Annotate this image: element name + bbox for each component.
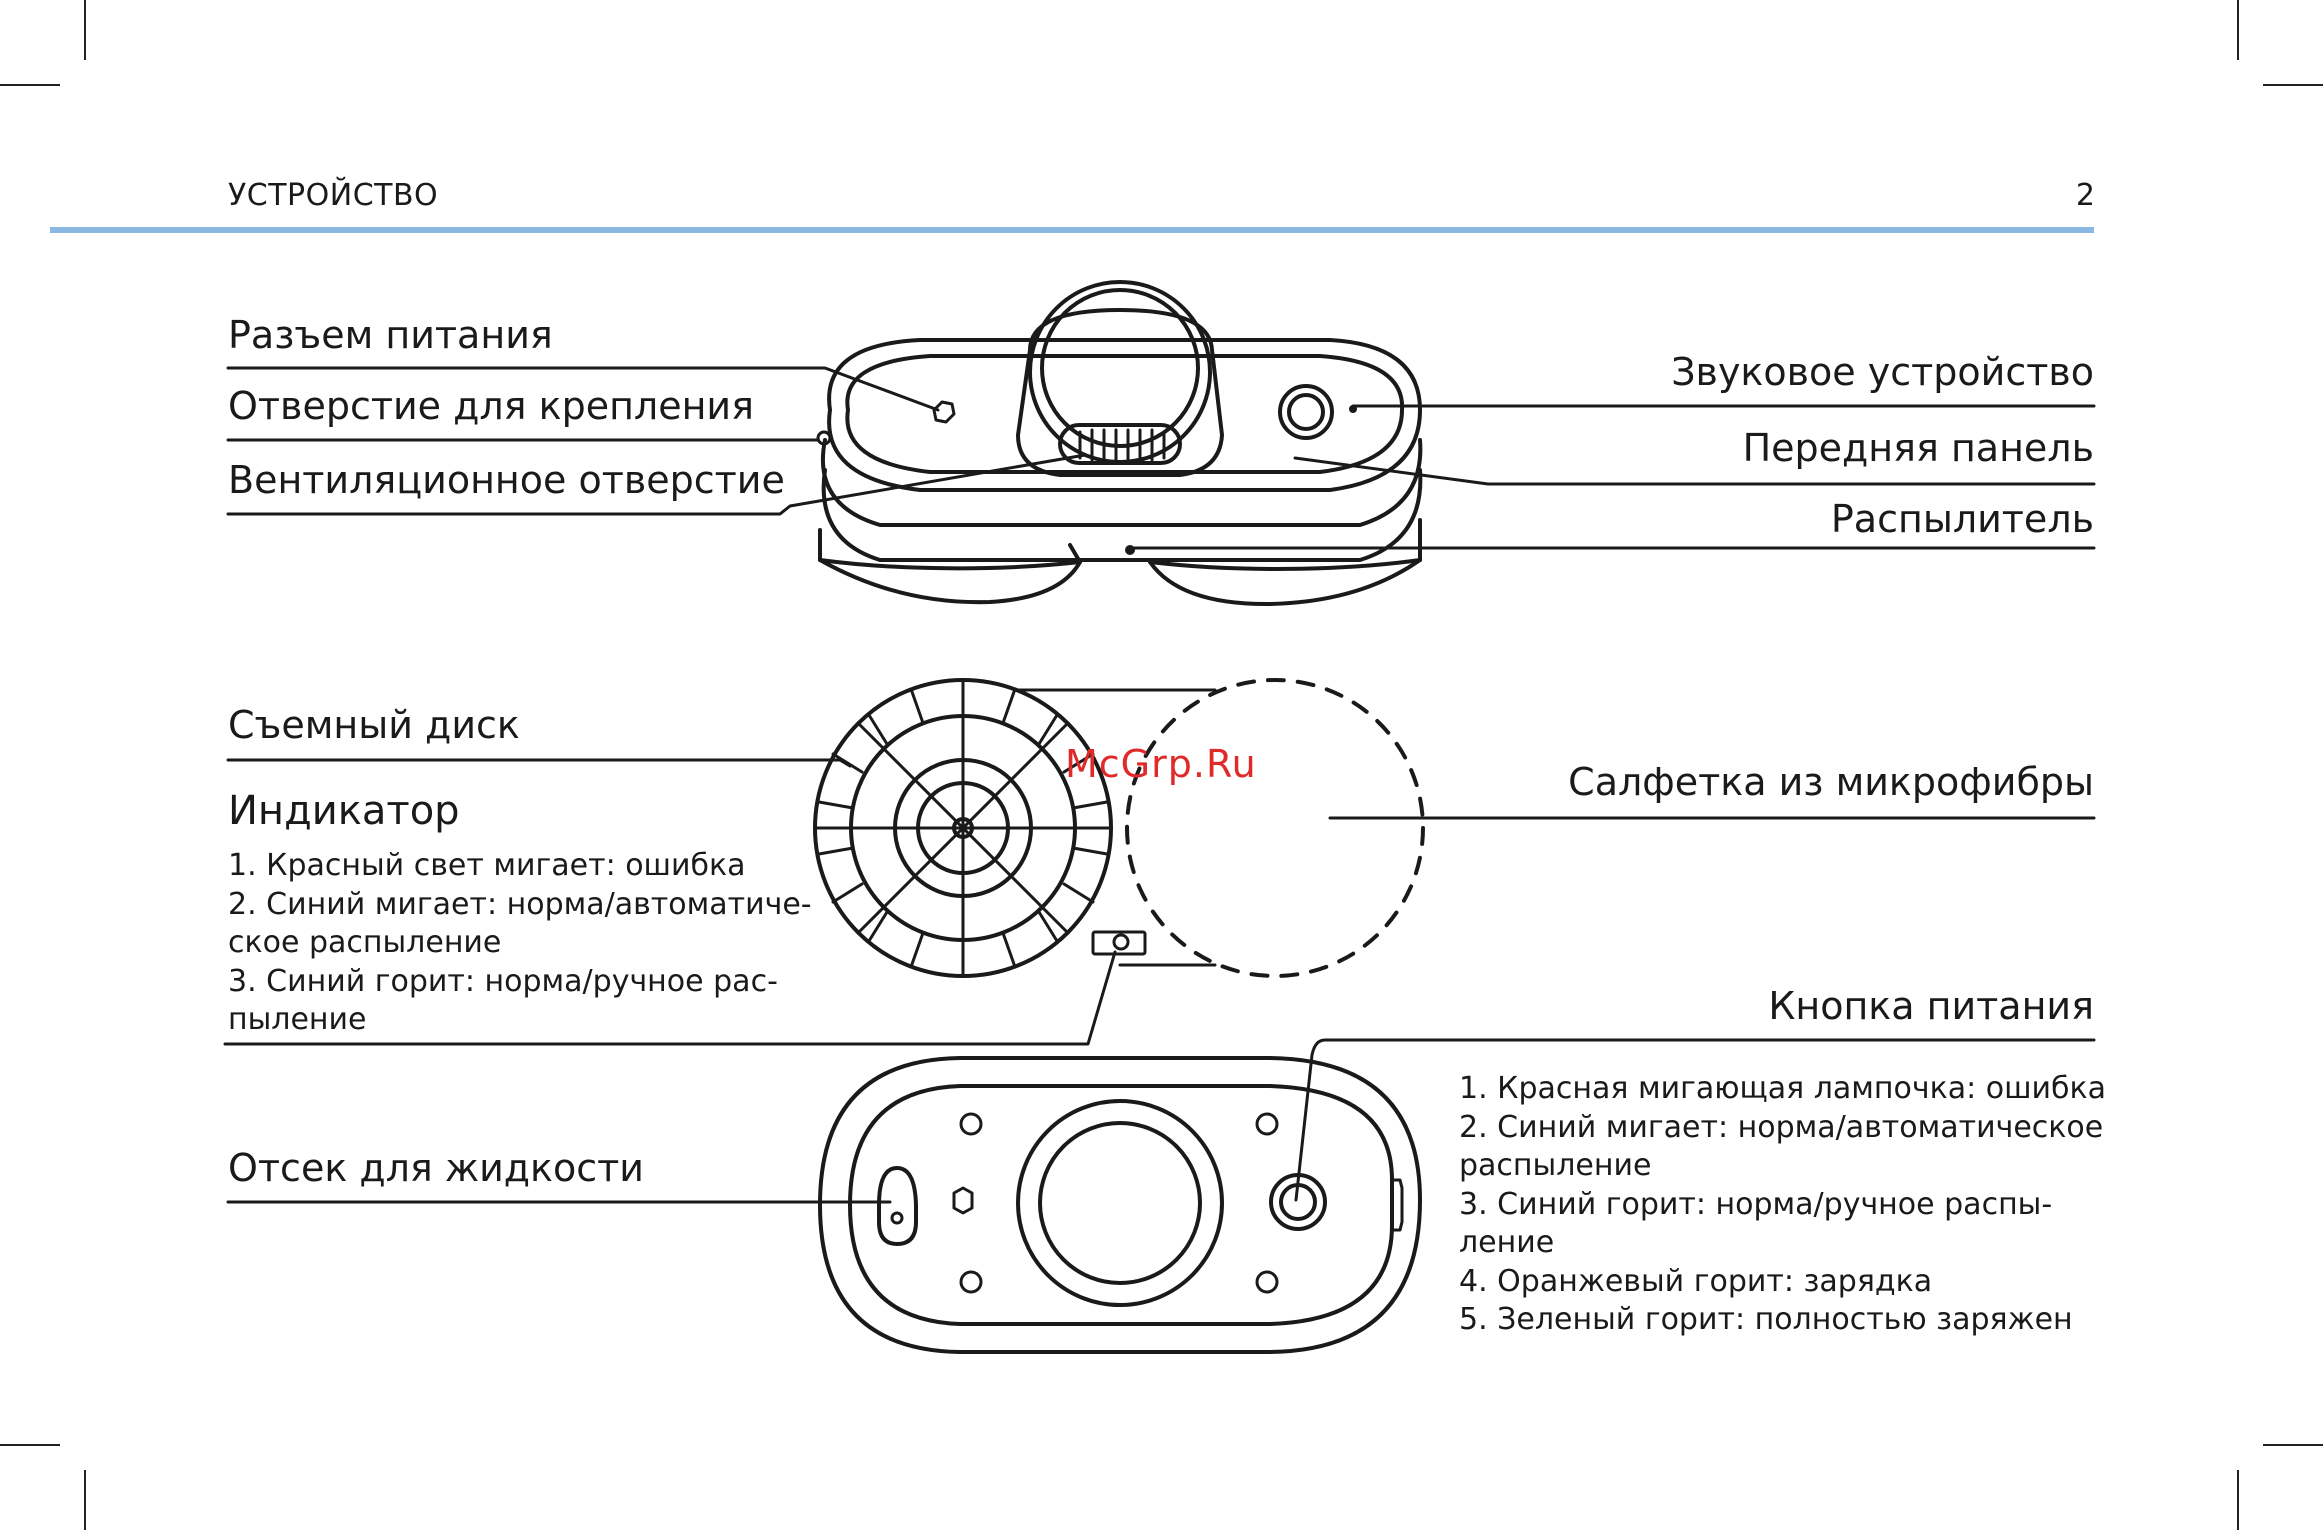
crop-mark <box>84 1470 86 1530</box>
crop-mark <box>2237 1470 2239 1530</box>
label-vent-hole: Вентиляционное отверстие <box>228 458 785 502</box>
indicator-line: 1. Красный свет мигает: ошибка <box>228 848 746 883</box>
power-line: 4. Оранжевый горит: зарядка <box>1459 1263 1933 1299</box>
indicator-list: 1. Красный свет мигает: ошибка 2. Синий … <box>228 847 812 1040</box>
label-mounting-hole: Отверстие для крепления <box>228 384 754 428</box>
power-line: 1. Красная мигающая лампочка: ошибка <box>1459 1071 2107 1106</box>
label-sprayer: Распылитель <box>1830 497 2094 541</box>
indicator-line: ское распыление <box>228 925 502 960</box>
label-sound-device: Звуковое устройство <box>1671 350 2094 394</box>
top-view-leaders <box>226 366 2096 550</box>
label-removable-disk: Съемный диск <box>228 703 520 747</box>
page-number: 2 <box>2075 178 2095 213</box>
microfiber-cloth <box>1125 678 1425 978</box>
label-front-panel: Передняя панель <box>1742 426 2094 470</box>
header-rule <box>50 227 2094 233</box>
indicator-line: 3. Синий горит: норма/ручное рас- <box>228 963 778 999</box>
device-top-view <box>816 280 1423 607</box>
crop-mark <box>84 0 86 60</box>
label-power-connector: Разъем питания <box>228 313 553 357</box>
bottom-view-leaders <box>226 1038 2096 1204</box>
label-power-button: Кнопка питания <box>1768 984 2094 1028</box>
power-line: ление <box>1459 1225 1555 1260</box>
device-bottom-view <box>818 1056 1422 1354</box>
power-line: распыление <box>1459 1148 1652 1183</box>
crop-mark <box>0 1444 60 1446</box>
label-liquid-tank: Отсек для жидкости <box>228 1146 644 1190</box>
indicator-title: Индикатор <box>228 788 460 834</box>
indicator-line: 2. Синий мигает: норма/автоматиче- <box>228 886 812 922</box>
crop-mark <box>2263 84 2323 86</box>
power-button-list: 1. Красная мигающая лампочка: ошибка 2. … <box>1459 1070 2106 1340</box>
crop-mark <box>2237 0 2239 60</box>
crop-mark <box>2263 1444 2323 1446</box>
crop-mark <box>0 84 60 86</box>
watermark: McGrp.Ru <box>1065 742 1257 786</box>
power-line: 2. Синий мигает: норма/автоматическое <box>1459 1109 2104 1145</box>
removable-disk <box>813 678 1147 978</box>
power-line: 5. Зеленый горит: полностью заряжен <box>1459 1302 2073 1337</box>
power-line: 3. Синий горит: норма/ручное распы- <box>1459 1186 2053 1222</box>
label-microfiber-cloth: Салфетка из микрофибры <box>1568 760 2094 804</box>
disk-leaders <box>223 688 2096 1046</box>
indicator-line: пыление <box>228 1002 367 1037</box>
section-title: УСТРОЙСТВО <box>228 178 439 213</box>
